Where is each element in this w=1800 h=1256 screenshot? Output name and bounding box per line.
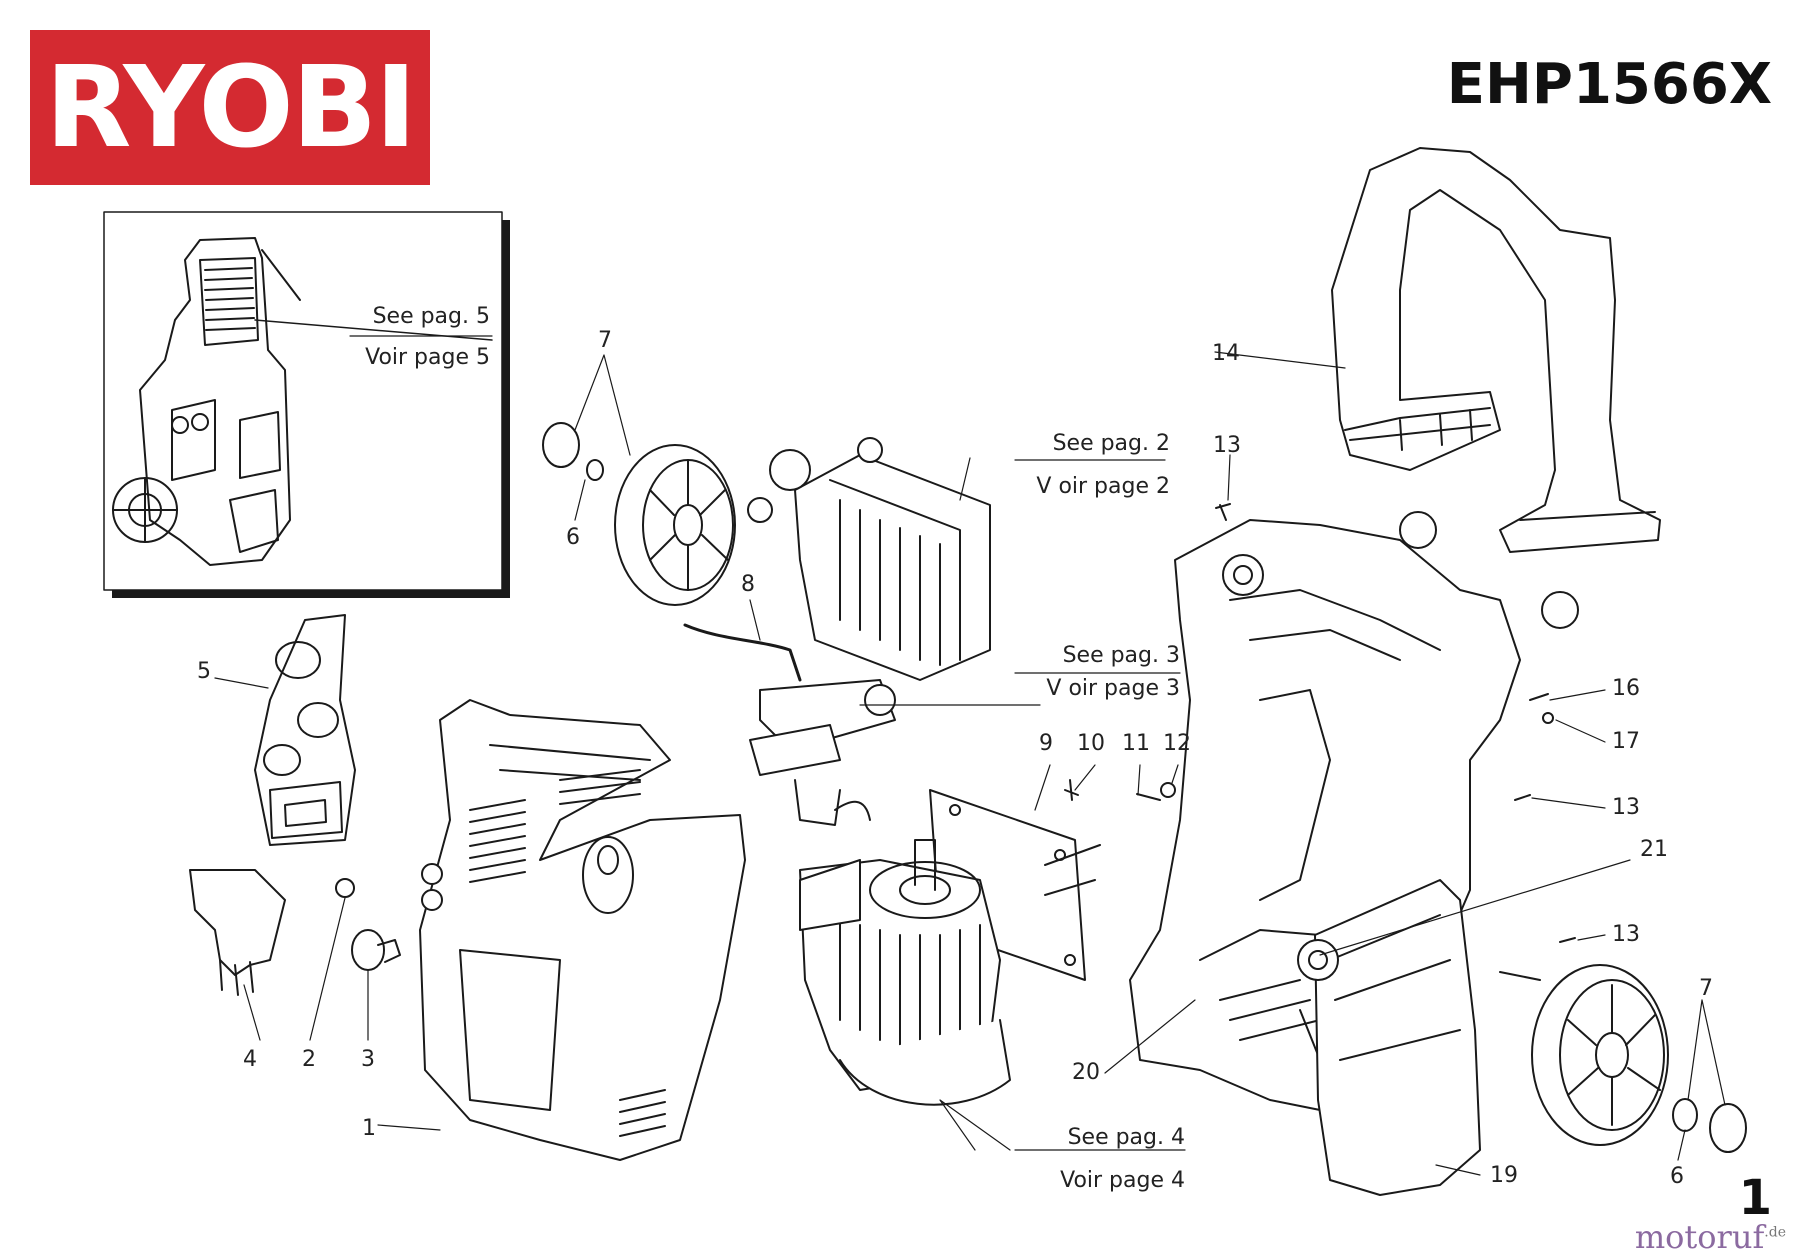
bracket-part-4 — [189, 869, 286, 996]
callout-19: 19 — [1490, 1163, 1518, 1188]
callout-14: 14 — [1212, 341, 1240, 366]
right-wheel-part — [1499, 964, 1747, 1153]
callout-13-bottom: 13 — [1612, 922, 1640, 947]
callout-12: 12 — [1163, 731, 1191, 756]
callout-21: 21 — [1640, 837, 1668, 862]
callout-2: 2 — [302, 1047, 316, 1072]
ref-hose-reel-fr: Voir page 5 — [365, 345, 490, 370]
callout-13-middle: 13 — [1612, 795, 1640, 820]
callout-10: 10 — [1077, 731, 1105, 756]
callout-6-right: 6 — [1670, 1164, 1684, 1189]
callout-13-top: 13 — [1213, 433, 1241, 458]
callout-17: 17 — [1612, 729, 1640, 754]
knob-part-3 — [351, 929, 401, 971]
model-number: EHP1566X — [1446, 52, 1772, 117]
handle-part — [1331, 147, 1661, 553]
callout-5: 5 — [197, 659, 211, 684]
ref-motor-fr: Voir page 4 — [1060, 1168, 1185, 1193]
callout-6: 6 — [566, 525, 580, 550]
small-wheel-cap — [1399, 511, 1437, 549]
motor-assembly — [799, 839, 1011, 1106]
callout-20: 20 — [1072, 1060, 1100, 1085]
callout-7: 7 — [598, 328, 612, 353]
ref-pump-en: See pag. 2 — [1052, 431, 1170, 456]
left-wheel-part — [542, 422, 736, 606]
screw-13 — [1215, 503, 1231, 521]
ref-hose-reel-en: See pag. 5 — [372, 304, 490, 329]
rear-cover-part — [1297, 879, 1481, 1196]
clip-part-2 — [335, 878, 355, 898]
ref-valve-en: See pag. 3 — [1062, 643, 1180, 668]
watermark-name: motoruf — [1634, 1218, 1765, 1256]
assembled-machine-inset — [103, 211, 510, 598]
small-wheel-cap — [1541, 591, 1579, 629]
callout-16: 16 — [1612, 676, 1640, 701]
callout-3: 3 — [361, 1047, 375, 1072]
pump-assembly — [747, 437, 991, 681]
control-panel-part — [254, 614, 356, 846]
screw-13 — [1559, 937, 1576, 943]
watermark: motoruf.de — [1635, 1218, 1786, 1256]
leader-lines — [214, 351, 1726, 1176]
valve-assembly — [683, 623, 896, 826]
reference-underlines — [349, 335, 1186, 1151]
ref-valve-fr: V oir page 3 — [1046, 676, 1180, 701]
callout-4: 4 — [243, 1047, 257, 1072]
hose-reel-leader — [254, 319, 493, 341]
washer-17 — [1542, 712, 1554, 724]
page-number: 1 — [1738, 1170, 1772, 1226]
callout-9: 9 — [1039, 731, 1053, 756]
screw-13 — [1514, 794, 1531, 801]
front-cover-part — [419, 699, 746, 1161]
screw-16 — [1529, 693, 1549, 701]
brand-logo: RYOBI — [30, 30, 430, 185]
ref-motor-en: See pag. 4 — [1067, 1125, 1185, 1150]
callout-11: 11 — [1122, 731, 1150, 756]
callout-7-right: 7 — [1699, 976, 1713, 1001]
screws-10-11-12 — [1064, 779, 1176, 801]
callout-8: 8 — [741, 572, 755, 597]
brand-logo-text: RYOBI — [45, 42, 416, 173]
watermark-suffix: .de — [1764, 1224, 1786, 1241]
callout-1: 1 — [362, 1116, 376, 1141]
ref-pump-fr: V oir page 2 — [1036, 474, 1170, 499]
